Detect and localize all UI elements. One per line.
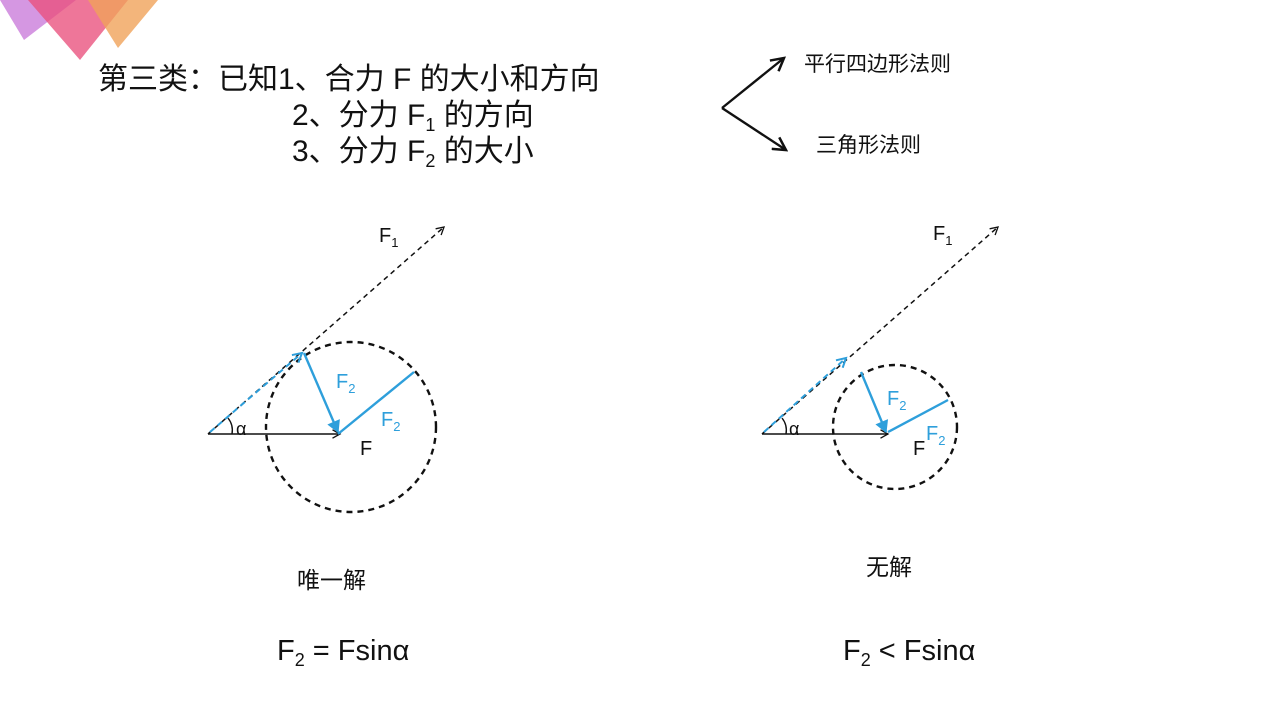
right-diagram: F1 F2 F2 F α <box>761 223 1000 491</box>
right-formula-sub: 2 <box>860 650 871 670</box>
right-f2-line <box>887 398 949 434</box>
left-f-label: F <box>360 438 372 460</box>
right-f2-label-b: F2 <box>926 423 945 448</box>
left-alpha-arc <box>227 417 234 435</box>
right-f2-arrow <box>859 371 889 434</box>
heading-line-3: 3、分力 F2 的大小 <box>292 134 534 170</box>
heading-line-2-pre: 2、分力 F <box>292 99 426 132</box>
left-f2-line <box>337 371 415 435</box>
heading-line-2: 2、分力 F1 的方向 <box>292 98 534 134</box>
right-f1-label: F1 <box>933 223 952 248</box>
heading-line-1-text: 第三类：已知1、合力 F 的大小和方向 <box>98 63 600 96</box>
heading-line-1: 第三类：已知1、合力 F 的大小和方向 <box>98 62 600 98</box>
left-caption: 唯一解 <box>297 567 366 593</box>
heading-line-2-post: 的方向 <box>435 99 534 132</box>
left-diagram: F1 F2 F2 F α <box>207 225 446 514</box>
triangle-rule-label: 三角形法则 <box>816 134 921 157</box>
branch-arrows-icon <box>721 58 786 150</box>
left-formula-pre: F <box>277 635 295 667</box>
left-f1-label: F1 <box>379 225 398 250</box>
left-formula: F2 = Fsinα <box>277 634 410 670</box>
left-formula-sub: 2 <box>294 650 305 670</box>
right-f2-label-a: F2 <box>887 388 906 413</box>
heading-line-3-post: 的大小 <box>435 135 534 168</box>
triangle-decoration-icon <box>0 0 158 60</box>
left-f2-label-a: F2 <box>336 371 355 396</box>
heading-line-2-sub: 1 <box>425 115 436 135</box>
right-alpha-label: α <box>789 419 799 439</box>
left-f1-direction-line <box>207 226 446 435</box>
left-f2-label-b: F2 <box>381 409 400 434</box>
right-alpha-arc <box>781 417 788 435</box>
heading-line-3-pre: 3、分力 F <box>292 135 426 168</box>
right-f1-component-arrow <box>763 358 846 433</box>
right-formula-pre: F <box>843 635 861 667</box>
left-f1-component-arrow <box>209 353 302 433</box>
right-f-label: F <box>913 438 925 460</box>
parallelogram-rule-label: 平行四边形法则 <box>804 53 951 76</box>
right-f2-circle <box>831 363 959 491</box>
heading-line-3-sub: 2 <box>425 151 436 171</box>
right-caption: 无解 <box>866 554 912 580</box>
right-formula: F2 < Fsinα <box>843 634 976 670</box>
left-f2-arrow <box>302 352 340 434</box>
left-formula-post: = Fsinα <box>304 635 410 667</box>
left-alpha-label: α <box>236 419 246 439</box>
left-f2-circle <box>264 340 438 514</box>
right-f1-direction-line <box>761 226 1000 435</box>
right-formula-post: < Fsinα <box>870 635 976 667</box>
